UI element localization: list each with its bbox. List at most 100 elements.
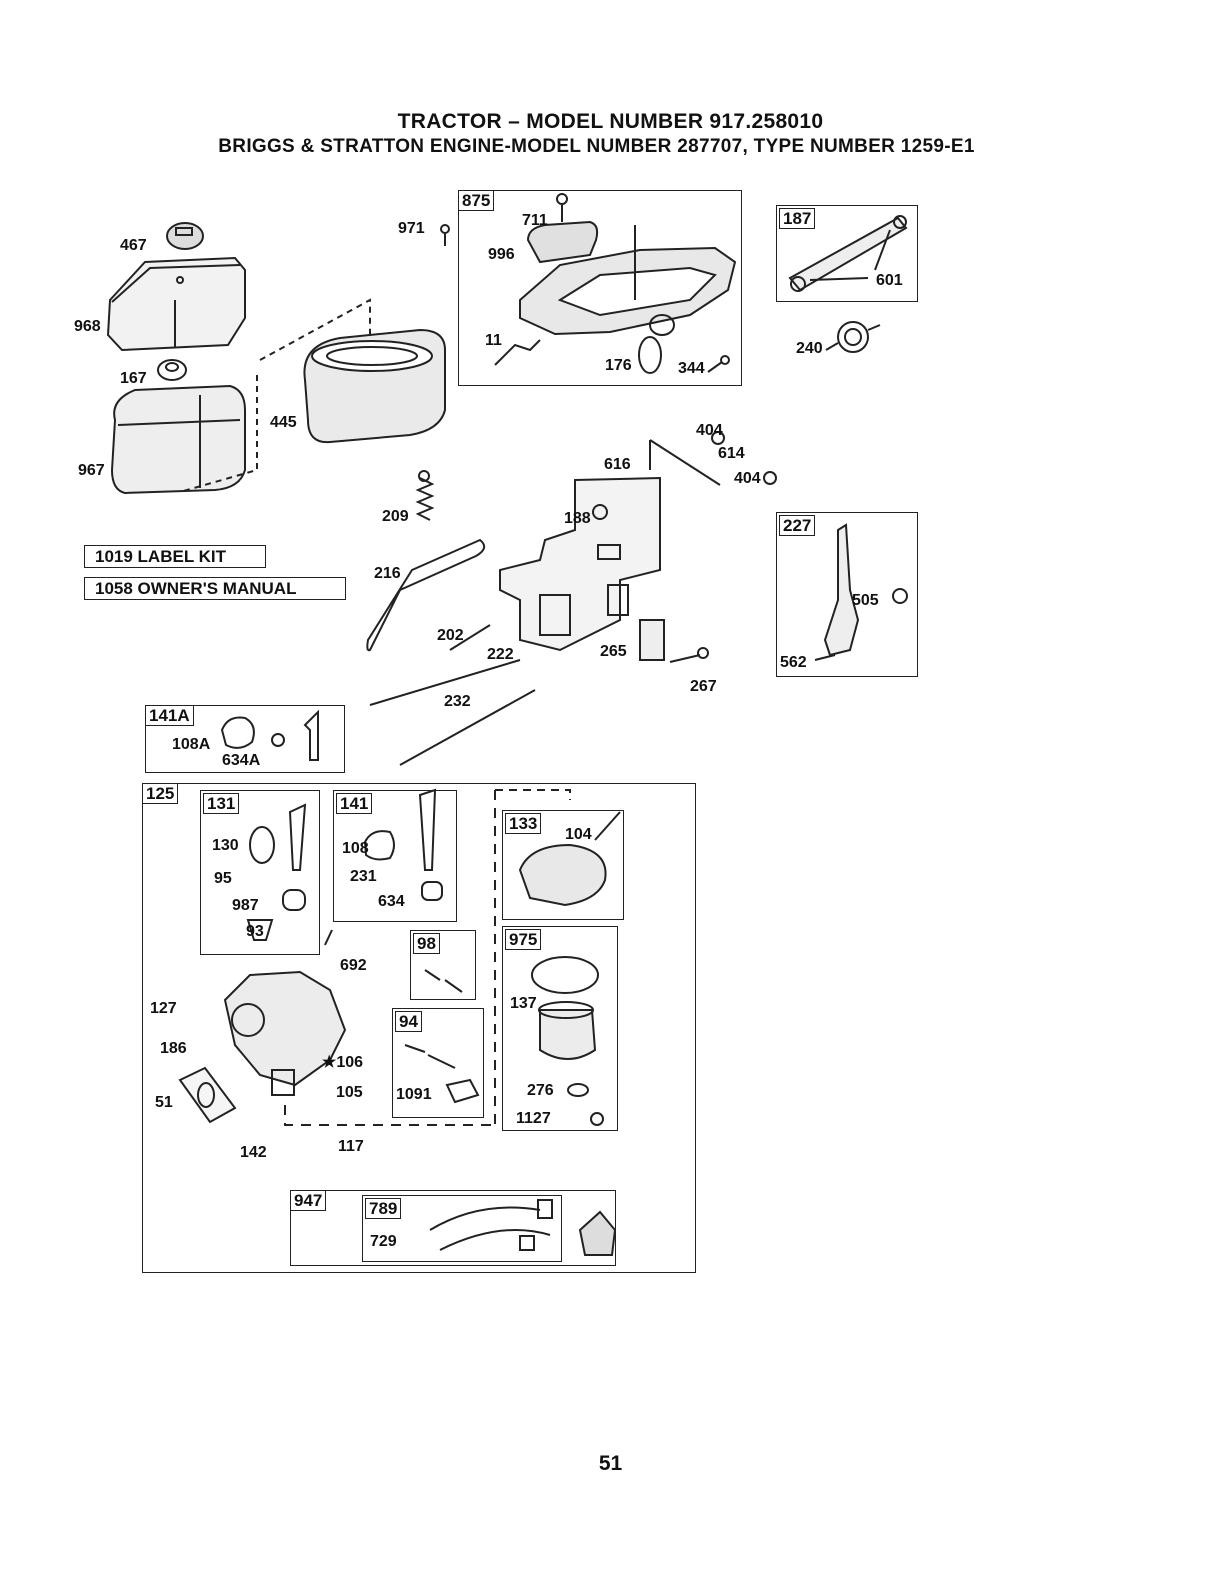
part-167: 167 xyxy=(120,370,147,387)
breather-tube-11 xyxy=(494,339,541,366)
part-729: 729 xyxy=(370,1233,397,1250)
tag-133: 133 xyxy=(505,813,542,834)
part-232: 232 xyxy=(444,693,471,710)
tag-947: 947 xyxy=(290,1190,327,1211)
screw-267 xyxy=(669,647,709,663)
wing-nut xyxy=(157,359,187,381)
control-bracket xyxy=(499,476,661,652)
part-505: 505 xyxy=(852,592,879,609)
box-125 xyxy=(142,783,696,1273)
part-127: 127 xyxy=(150,1000,177,1017)
part-93: 93 xyxy=(246,923,264,940)
box-187 xyxy=(776,205,918,302)
box-94 xyxy=(392,1008,484,1118)
part-209: 209 xyxy=(382,508,409,525)
box-98 xyxy=(410,930,476,1000)
part-137: 137 xyxy=(510,995,537,1012)
part-222: 222 xyxy=(487,646,514,663)
part-1127: 1127 xyxy=(516,1110,551,1127)
part-968: 968 xyxy=(74,318,101,335)
part-186: 186 xyxy=(160,1040,187,1057)
air-cleaner-cover xyxy=(106,256,246,352)
part-404-bottom: 404 xyxy=(734,470,761,487)
part-176: 176 xyxy=(605,357,632,374)
tag-131: 131 xyxy=(203,793,240,814)
part-51: 51 xyxy=(155,1094,173,1111)
label-kit: 1019 LABEL KIT xyxy=(84,545,266,568)
wiring-harness xyxy=(429,1206,551,1251)
cover-knob xyxy=(166,222,204,250)
part-202: 202 xyxy=(437,627,464,644)
box-789 xyxy=(362,1195,562,1262)
part-265: 265 xyxy=(600,643,627,660)
part-967: 967 xyxy=(78,462,105,479)
tag-94: 94 xyxy=(395,1011,422,1032)
part-142: 142 xyxy=(240,1144,267,1161)
bowl-gasket xyxy=(531,956,599,994)
tag-125: 125 xyxy=(142,783,179,804)
gasket-108a xyxy=(220,716,255,749)
choke-body xyxy=(518,843,607,907)
part-711: 711 xyxy=(522,212,548,229)
part-634: 634 xyxy=(378,893,405,910)
box-141 xyxy=(333,790,457,922)
part-1091: 1091 xyxy=(396,1086,432,1103)
box-131 xyxy=(200,790,320,955)
box-133 xyxy=(502,810,624,920)
box-875 xyxy=(458,190,742,386)
part-95: 95 xyxy=(214,870,232,887)
part-971: 971 xyxy=(398,220,425,237)
part-106: ★106 xyxy=(322,1054,364,1071)
o-ring-176 xyxy=(638,336,662,374)
part-987: 987 xyxy=(232,897,259,914)
tag-227: 227 xyxy=(779,515,816,536)
part-996: 996 xyxy=(488,246,515,263)
part-562: 562 xyxy=(780,654,807,671)
part-130: 130 xyxy=(212,837,239,854)
fuel-filter xyxy=(825,321,881,353)
governor-spring xyxy=(415,477,435,521)
solenoid xyxy=(578,1210,617,1256)
throttle-wire xyxy=(369,659,536,766)
part-445: 445 xyxy=(270,414,297,431)
part-276: 276 xyxy=(527,1082,554,1099)
part-614: 614 xyxy=(718,445,745,462)
page-subtitle: BRIGGS & STRATTON ENGINE-MODEL NUMBER 28… xyxy=(218,136,975,157)
carburetor-body xyxy=(223,970,347,1087)
tag-789: 789 xyxy=(365,1198,402,1219)
page-number: 51 xyxy=(598,1452,623,1475)
box-947 xyxy=(290,1190,616,1266)
tag-875: 875 xyxy=(458,190,495,211)
part-105: 105 xyxy=(336,1084,363,1101)
tag-141: 141 xyxy=(336,793,373,814)
tag-141a: 141A xyxy=(145,705,194,726)
part-231: 231 xyxy=(350,868,377,885)
page-title: TRACTOR – MODEL NUMBER 917.258010 xyxy=(397,110,824,133)
part-104: 104 xyxy=(565,826,592,843)
box-141a xyxy=(145,705,345,773)
box-227 xyxy=(776,512,918,677)
part-601: 601 xyxy=(876,272,903,289)
link-216 xyxy=(366,538,486,652)
tag-98: 98 xyxy=(413,933,440,954)
fuel-bowl xyxy=(539,1009,597,1060)
tag-187: 187 xyxy=(779,208,816,229)
part-216: 216 xyxy=(374,565,401,582)
seal-996 xyxy=(526,220,599,264)
pre-cleaner xyxy=(110,384,246,495)
part-108a: 108A xyxy=(172,736,211,753)
throttle-lever xyxy=(823,523,860,657)
part-344: 344 xyxy=(678,360,705,377)
bolt-711 xyxy=(556,193,568,222)
block-265 xyxy=(639,619,665,661)
screw-562 xyxy=(814,654,836,661)
part-267: 267 xyxy=(690,678,717,695)
part-616: 616 xyxy=(604,456,631,473)
owners-manual: 1058 OWNER'S MANUAL xyxy=(84,577,346,600)
box-975 xyxy=(502,926,618,1131)
mounting-gasket xyxy=(178,1066,237,1124)
part-467: 467 xyxy=(120,237,147,254)
part-240: 240 xyxy=(796,340,823,357)
part-11: 11 xyxy=(485,332,502,349)
